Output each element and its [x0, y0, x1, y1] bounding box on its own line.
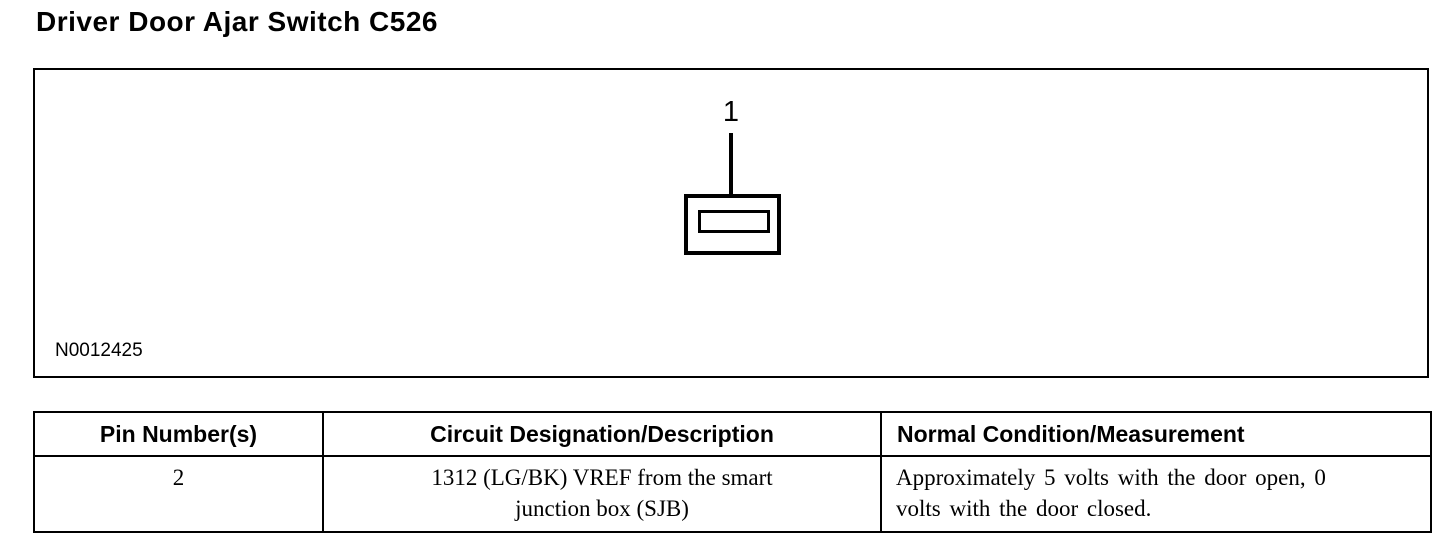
connector-figure-box: 1 N0012425	[33, 68, 1429, 378]
pin-callout-label: 1	[722, 96, 740, 128]
page-title: Driver Door Ajar Switch C526	[36, 6, 438, 37]
header-pin-numbers: Pin Number(s)	[33, 411, 324, 457]
header-circuit-designation: Circuit Designation/Description	[322, 411, 882, 457]
figure-id-label: N0012425	[55, 340, 143, 361]
pin-connector-table: Pin Number(s) Circuit Designation/Descri…	[33, 411, 1432, 533]
table-row: 2 1312 (LG/BK) VREF from the smart junct…	[33, 455, 1432, 533]
cell-pin-number: 2	[33, 455, 324, 533]
connector-pin-slot	[698, 210, 770, 233]
header-normal-condition: Normal Condition/Measurement	[880, 411, 1432, 457]
pin-leader-line	[729, 133, 733, 215]
cell-normal-condition: Approximately 5 volts with the door open…	[880, 455, 1432, 533]
cell-circuit-description: 1312 (LG/BK) VREF from the smart junctio…	[322, 455, 882, 533]
table-header-row: Pin Number(s) Circuit Designation/Descri…	[33, 411, 1432, 457]
